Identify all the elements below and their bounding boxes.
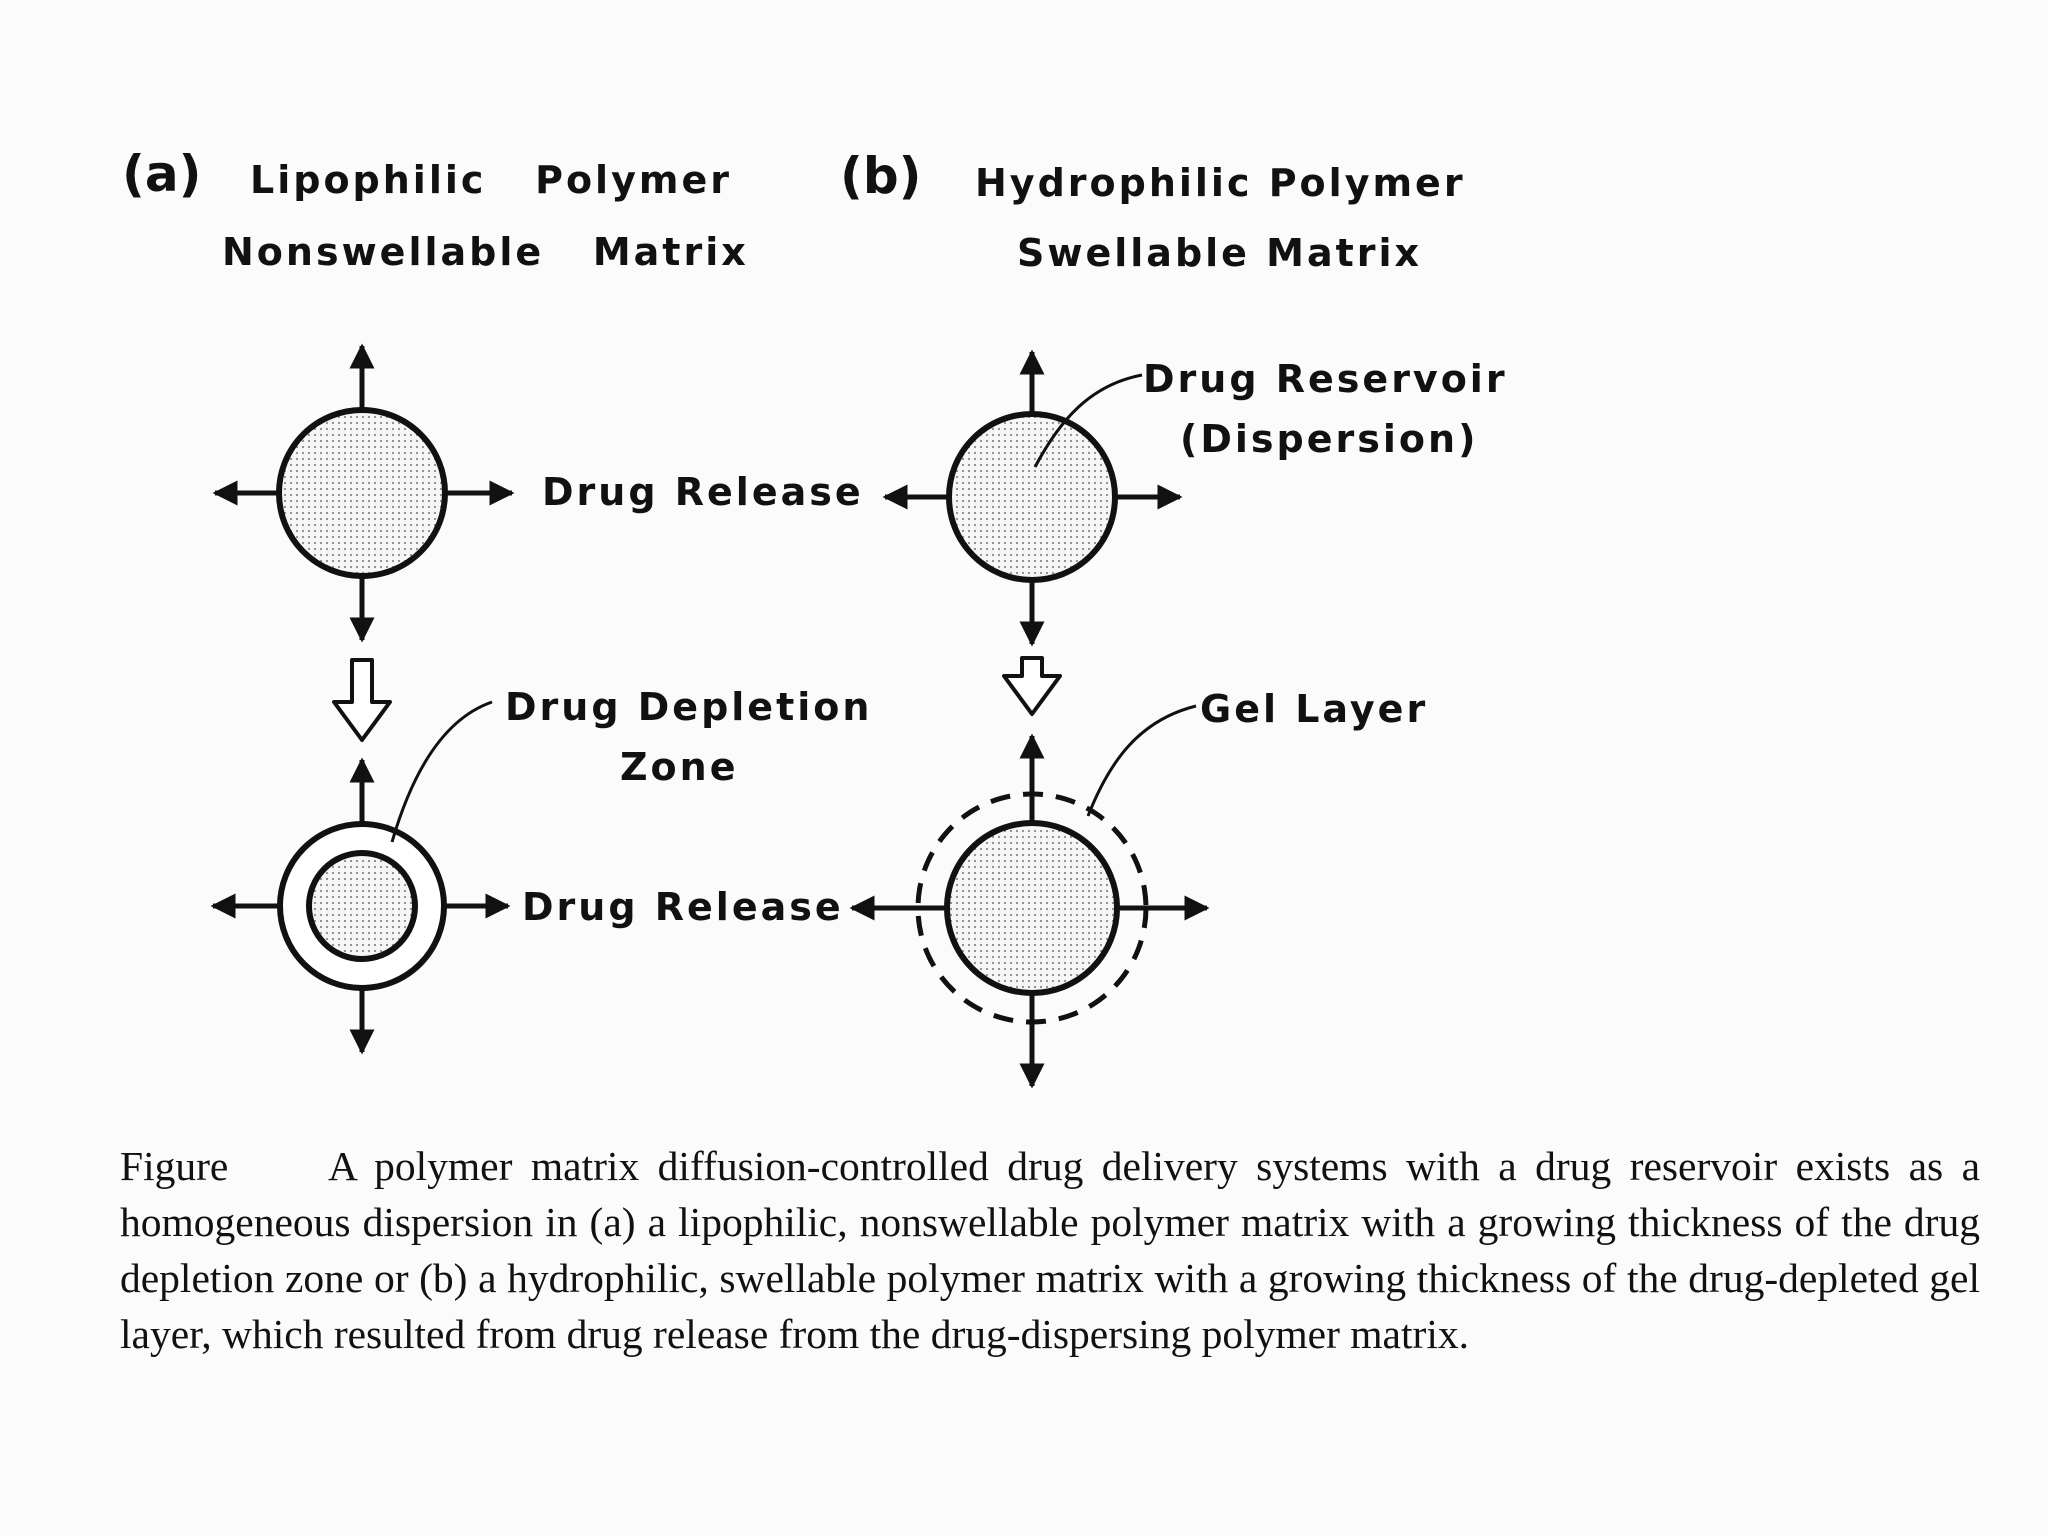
transition-arrow-b xyxy=(1002,656,1062,716)
leader-line-reservoir xyxy=(1033,373,1143,468)
label-gel-layer: Gel Layer xyxy=(1200,687,1428,731)
panel-a-letter: (a) xyxy=(122,145,201,203)
drug-core-circle xyxy=(944,820,1120,996)
panel-a-title-line1: Lipophilic Polymer xyxy=(250,158,732,202)
panel-a-top-matrix xyxy=(212,343,515,643)
label-drug-depletion-line1: Drug Depletion xyxy=(505,685,872,729)
panel-a-title-line2: Nonswellable Matrix xyxy=(222,230,749,274)
panel-b-title-line1: Hydrophilic Polymer xyxy=(975,161,1466,205)
leader-line-depletion xyxy=(390,700,493,843)
caption-label: Figure xyxy=(120,1143,229,1189)
label-drug-reservoir-line2: (Dispersion) xyxy=(1180,417,1478,461)
panel-b-bottom-matrix xyxy=(849,704,1210,1089)
panel-b-letter: (b) xyxy=(840,147,922,205)
label-drug-reservoir-line1: Drug Reservoir xyxy=(1143,357,1508,401)
label-drug-release-top: Drug Release xyxy=(542,470,864,514)
label-drug-release-bottom: Drug Release xyxy=(522,885,844,929)
panel-b-title-line2: Swellable Matrix xyxy=(1017,231,1422,275)
diagram: (a) Lipophilic Polymer Nonswellable Matr… xyxy=(122,145,1508,1089)
drug-reservoir-circle xyxy=(946,411,1118,583)
caption-text: A polymer matrix diffusion-controlled dr… xyxy=(120,1143,1980,1357)
leader-line-gel xyxy=(1086,704,1197,817)
panel-b-top-matrix xyxy=(882,349,1183,647)
transition-arrow-a xyxy=(332,658,392,742)
drug-core-circle xyxy=(306,850,418,962)
panel-a-bottom-matrix xyxy=(210,700,511,1055)
drug-matrix-circle xyxy=(276,407,448,579)
label-drug-depletion-line2: Zone xyxy=(620,745,739,789)
